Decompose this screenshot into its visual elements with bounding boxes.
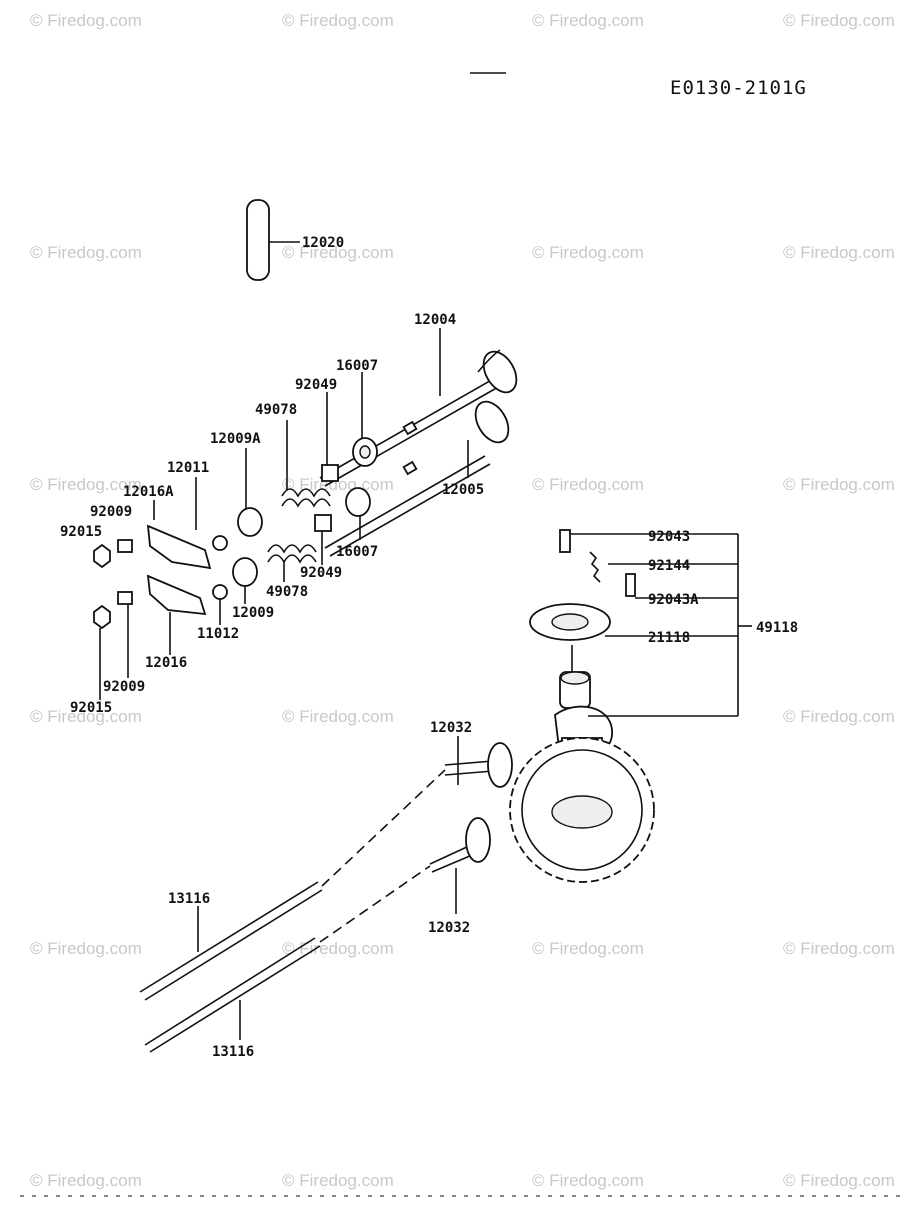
watermark: © Firedog.com	[30, 707, 142, 726]
watermark: © Firedog.com	[282, 1171, 394, 1190]
watermark: © Firedog.com	[532, 1171, 644, 1190]
watermark: © Firedog.com	[783, 11, 895, 30]
watermark: © Firedog.com	[282, 707, 394, 726]
watermark: © Firedog.com	[783, 1171, 895, 1190]
upper-valve-train	[93, 372, 378, 570]
callout-label: 16007	[336, 544, 378, 560]
lower-valve-train	[93, 487, 371, 700]
callout-label: 92015	[70, 700, 112, 716]
pushrod-guide-pin-12020	[246, 199, 300, 281]
callout-label: 13116	[212, 1044, 254, 1060]
watermark: © Firedog.com	[783, 475, 895, 494]
drawing-code: E0130-2101G	[670, 77, 807, 99]
callout-label: 12032	[430, 720, 472, 736]
callout-label: 92049	[300, 565, 342, 581]
callout-labels: 12020 12004 16007 92049 49078 12009A 120…	[60, 235, 798, 1060]
callout-label: 12009	[232, 605, 274, 621]
valve-12004	[319, 328, 518, 487]
watermark: © Firedog.com	[282, 939, 394, 958]
pushrod-lower-13116	[144, 865, 431, 1053]
pushrod-upper-13116	[139, 769, 446, 1001]
callout-label: 49118	[756, 620, 798, 636]
callout-label: 92144	[648, 558, 690, 574]
callout-label: 92009	[103, 679, 145, 695]
callout-label: 12032	[428, 920, 470, 936]
watermark: © Firedog.com	[282, 243, 394, 262]
callout-label: 49078	[255, 402, 297, 418]
watermark: © Firedog.com	[30, 1171, 142, 1190]
camshaft-assembly	[509, 529, 752, 883]
callout-label: 12004	[414, 312, 456, 328]
callout-label: 12020	[302, 235, 344, 251]
watermark: © Firedog.com	[532, 939, 644, 958]
callout-label: 12016	[145, 655, 187, 671]
callout-label: 92043A	[648, 592, 699, 608]
watermark: © Firedog.com	[30, 475, 142, 494]
watermark: © Firedog.com	[532, 243, 644, 262]
callout-label: 11012	[197, 626, 239, 642]
watermark: © Firedog.com	[30, 243, 142, 262]
watermark: © Firedog.com	[783, 939, 895, 958]
callout-label: 12016A	[123, 484, 174, 500]
callout-label: 12005	[442, 482, 484, 498]
callout-label: 49078	[266, 584, 308, 600]
watermark: © Firedog.com	[532, 11, 644, 30]
watermark: © Firedog.com	[30, 11, 142, 30]
callout-label: 12011	[167, 460, 209, 476]
callout-label: 92009	[90, 504, 132, 520]
watermark: © Firedog.com	[783, 243, 895, 262]
watermark: © Firedog.com	[282, 475, 394, 494]
callout-label: 16007	[336, 358, 378, 374]
callout-label: 12009A	[210, 431, 261, 447]
callout-label: 13116	[168, 891, 210, 907]
watermark: © Firedog.com	[532, 475, 644, 494]
watermark: © Firedog.com	[282, 11, 394, 30]
tappet-lower-12032	[429, 817, 491, 914]
callout-label: 92043	[648, 529, 690, 545]
watermark-layer: © Firedog.com © Firedog.com © Firedog.co…	[30, 11, 895, 1190]
callout-label: 21118	[648, 630, 690, 646]
tappet-upper-12032	[444, 736, 513, 788]
callout-label: 92015	[60, 524, 102, 540]
watermark: © Firedog.com	[783, 707, 895, 726]
valve-12005	[324, 400, 510, 557]
callout-label: 92049	[295, 377, 337, 393]
watermark: © Firedog.com	[30, 939, 142, 958]
